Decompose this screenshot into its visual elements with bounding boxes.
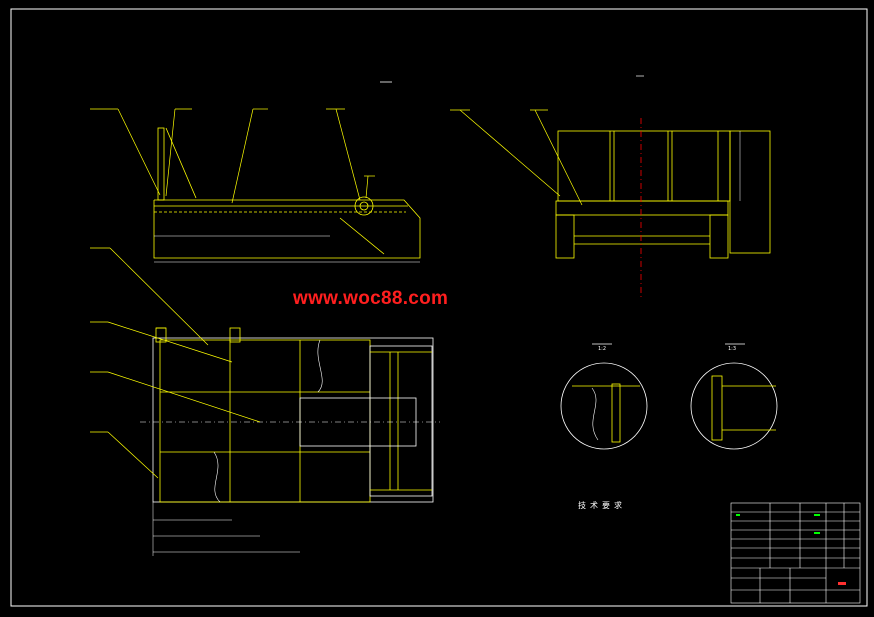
title-block-red-mark [838, 582, 846, 585]
watermark-url: www.woc88.com [293, 288, 449, 309]
side-elevation-leaders [90, 108, 375, 204]
detail-view-1 [560, 343, 648, 450]
title-block-accents [736, 514, 820, 534]
drawing-frame [10, 8, 868, 607]
end-elevation-view [555, 130, 771, 259]
detail-view-2 [690, 343, 778, 450]
detail-2-scale-label: 1:3 [728, 346, 736, 352]
side-elevation-view [153, 81, 421, 263]
title-block [730, 502, 861, 604]
technical-requirements-title: 技术要求 [578, 501, 626, 510]
detail-1-scale-label: 1:2 [598, 346, 606, 352]
end-elevation-leaders [450, 75, 644, 206]
plan-view [152, 327, 434, 556]
plan-view-leaders [90, 247, 261, 479]
